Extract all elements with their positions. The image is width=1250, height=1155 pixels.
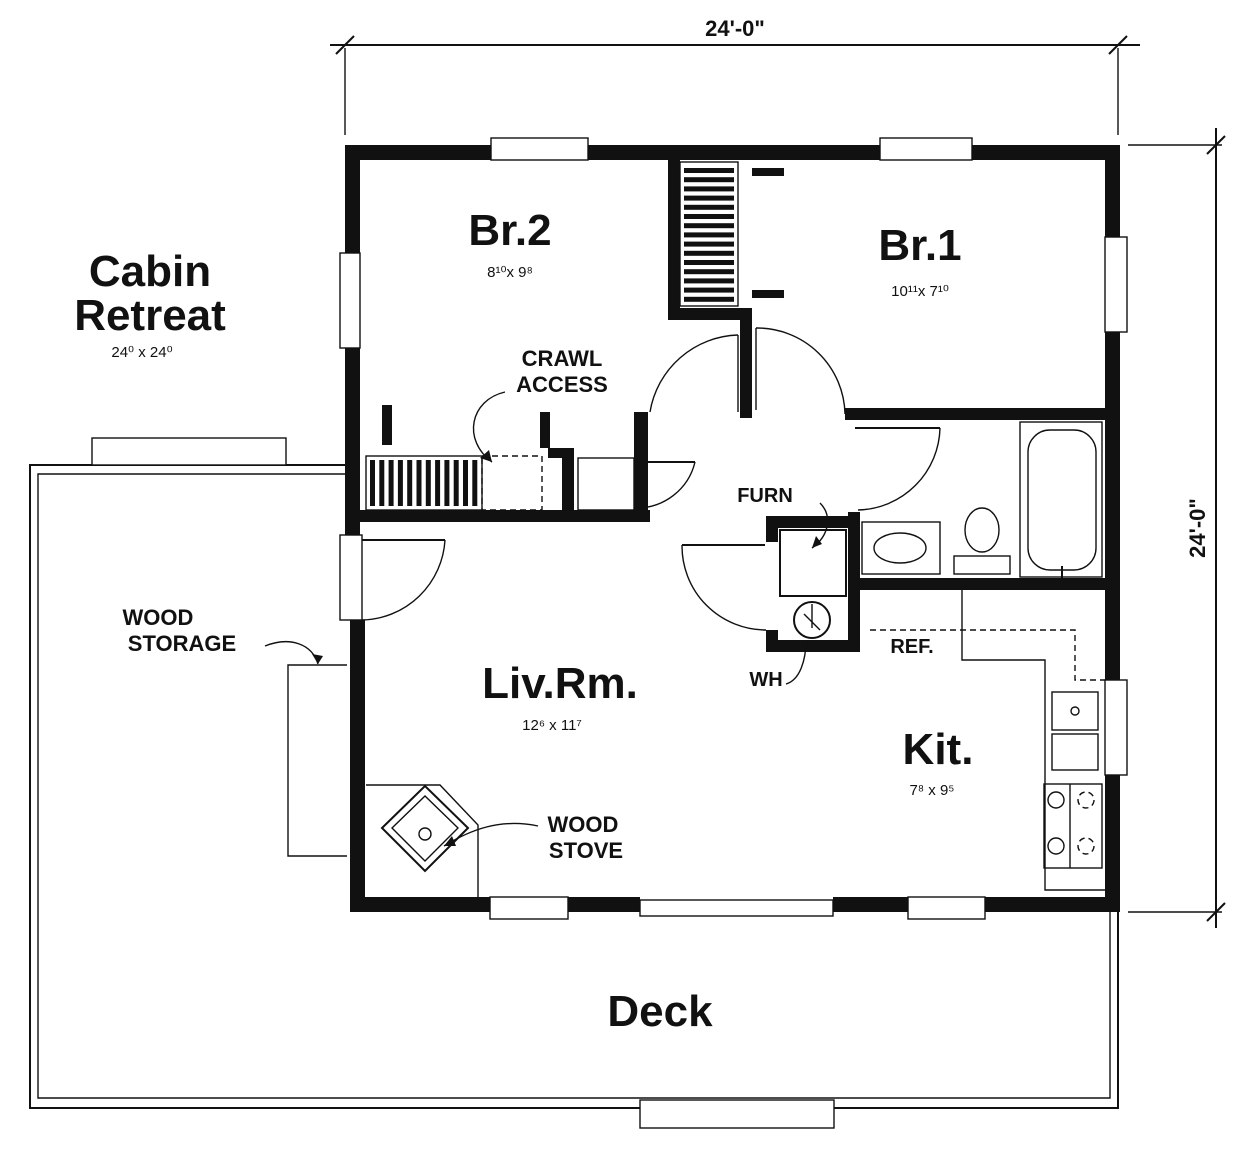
wood-stove-label-2: STOVE bbox=[549, 838, 623, 863]
liv-size: 12⁶ x 11⁷ bbox=[522, 717, 582, 734]
stair-tread bbox=[684, 241, 734, 247]
br2-size: 8¹⁰x 9⁸ bbox=[487, 264, 533, 281]
stair-tread bbox=[463, 460, 468, 506]
br1-size: 10¹¹x 7¹⁰ bbox=[891, 283, 949, 300]
stair-tread bbox=[684, 250, 734, 256]
stair-tread bbox=[684, 195, 734, 201]
dimension-depth-label: 24'-0" bbox=[1185, 498, 1210, 558]
stair-tread bbox=[684, 232, 734, 238]
stair-tread bbox=[684, 296, 734, 302]
crawl-label-1: CRAWL bbox=[522, 346, 603, 371]
dimension-width-label: 24'-0" bbox=[705, 16, 765, 41]
stair-tread bbox=[416, 460, 422, 506]
stair-tread bbox=[684, 204, 734, 210]
stair-tread bbox=[684, 260, 734, 265]
stair-down bbox=[365, 455, 543, 511]
furnace-label: FURN bbox=[737, 485, 793, 507]
stair-tread bbox=[684, 214, 734, 219]
water-heater: WH bbox=[749, 601, 831, 691]
stair-tread bbox=[388, 460, 394, 506]
stair-tread bbox=[453, 460, 459, 506]
ref-label: REF. bbox=[890, 636, 933, 658]
wood-storage-label-1: WOOD bbox=[123, 605, 194, 630]
stair-tread bbox=[684, 223, 734, 229]
br2-label: Br.2 bbox=[468, 206, 551, 255]
stair-up bbox=[679, 161, 739, 307]
stair-tread bbox=[407, 460, 413, 506]
plan-title: Cabin Retreat 24⁰ x 24⁰ bbox=[74, 247, 226, 361]
wh-label: WH bbox=[749, 669, 782, 691]
stair-tread bbox=[684, 269, 734, 275]
crawl-access: CRAWL ACCESS bbox=[472, 346, 696, 511]
liv-label: Liv.Rm. bbox=[482, 659, 638, 708]
room-br2: Br.2 8¹⁰x 9⁸ bbox=[468, 206, 551, 281]
dimension-top: 24'-0" bbox=[330, 16, 1140, 135]
furnace: FURN bbox=[737, 485, 847, 597]
bathroom bbox=[861, 421, 1103, 578]
deck: Deck bbox=[29, 437, 1119, 1129]
stair-tread bbox=[370, 460, 375, 506]
wood-stove: WOOD STOVE bbox=[366, 784, 623, 897]
stair-tread bbox=[684, 287, 734, 293]
stair-tread bbox=[684, 177, 734, 183]
wood-storage: WOOD STORAGE bbox=[123, 605, 347, 857]
stair-tread bbox=[684, 168, 734, 173]
stair-tread bbox=[684, 186, 734, 192]
stair-tread bbox=[444, 460, 450, 506]
br1-label: Br.1 bbox=[878, 221, 961, 270]
wood-stove-label-1: WOOD bbox=[548, 812, 619, 837]
deck-label: Deck bbox=[607, 987, 713, 1036]
title-line-2: Retreat bbox=[74, 291, 226, 340]
stair-tread bbox=[435, 460, 441, 506]
interior-walls bbox=[360, 155, 1107, 652]
kit-size: 7⁸ x 9⁵ bbox=[909, 782, 954, 799]
kit-label: Kit. bbox=[903, 725, 974, 774]
kitchen: REF. Kit. 7⁸ x 9⁵ bbox=[870, 590, 1105, 891]
title-line-1: Cabin bbox=[89, 247, 211, 296]
stair-tread bbox=[425, 460, 431, 506]
crawl-label-2: ACCESS bbox=[516, 372, 608, 397]
entry-door bbox=[339, 534, 446, 621]
room-living: Liv.Rm. 12⁶ x 11⁷ bbox=[482, 659, 638, 734]
stair-tread bbox=[472, 460, 478, 506]
stair-tread bbox=[379, 460, 385, 506]
exterior-walls bbox=[339, 137, 1128, 920]
title-size: 24⁰ x 24⁰ bbox=[111, 344, 172, 361]
stair-tread bbox=[397, 460, 403, 506]
dimension-right: 24'-0" bbox=[1128, 128, 1226, 928]
room-br1: Br.1 10¹¹x 7¹⁰ bbox=[878, 221, 961, 300]
stair-tread bbox=[684, 278, 734, 284]
hall-doors bbox=[649, 327, 941, 631]
wood-storage-label-2: STORAGE bbox=[128, 631, 236, 656]
